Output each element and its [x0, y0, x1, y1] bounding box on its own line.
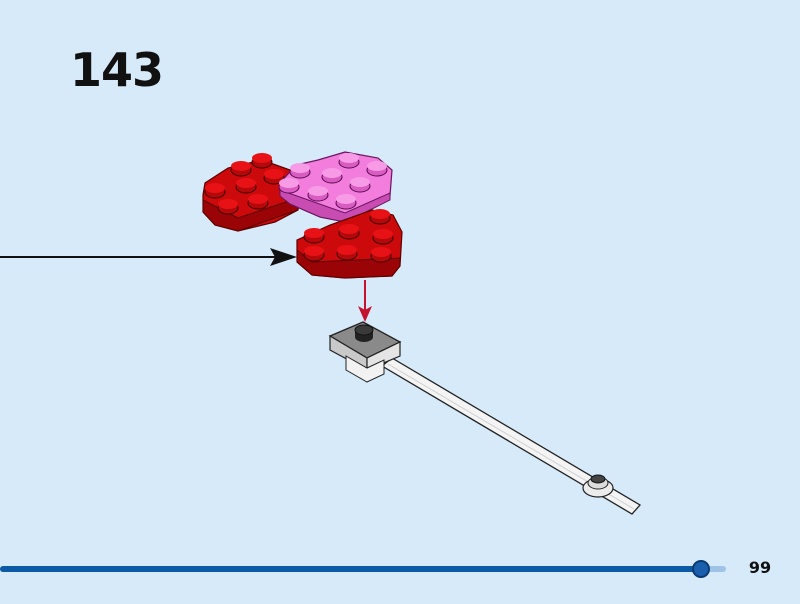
red-heart-plate-lower — [296, 209, 403, 279]
progress-fill — [0, 566, 701, 572]
placement-arrow — [358, 280, 372, 322]
pink-heart-plate — [278, 151, 393, 223]
step-number: 143 — [70, 43, 164, 97]
progress-knob — [691, 560, 710, 578]
red-heart-plate — [202, 153, 301, 232]
transparent-bar — [380, 357, 642, 515]
grey-plate-with-stud — [328, 321, 402, 383]
page-number: 99 — [748, 558, 772, 577]
callout-arrow — [0, 248, 297, 266]
progress-bar — [0, 560, 726, 578]
